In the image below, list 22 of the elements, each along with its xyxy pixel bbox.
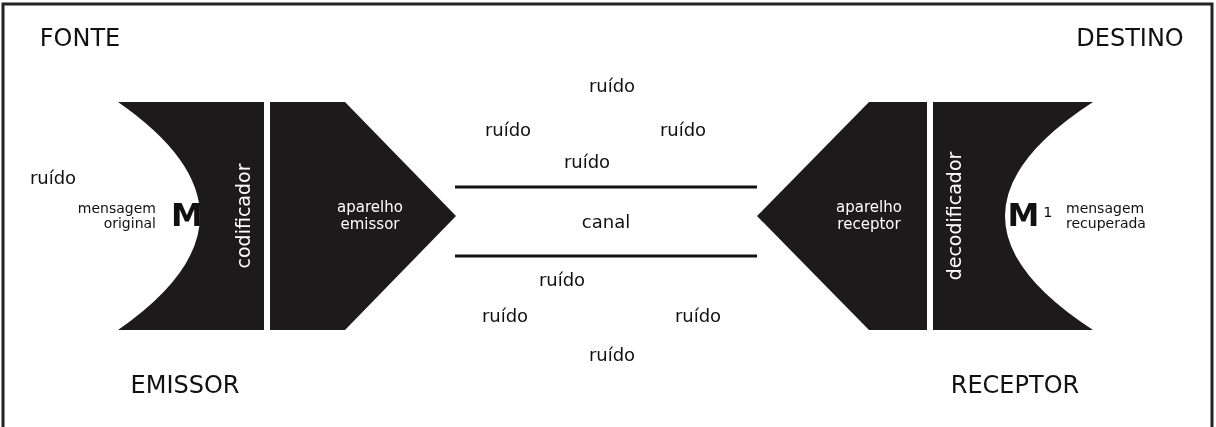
message-symbol: M <box>171 198 203 234</box>
heading: RECEPTOR <box>950 371 1080 399</box>
heading: DESTINO <box>1076 24 1184 52</box>
block-label: aparelho receptor <box>835 198 903 234</box>
noise-label: ruído <box>674 306 722 326</box>
noise-label: ruído <box>484 120 532 140</box>
noise-label: ruído <box>481 306 529 326</box>
heading: FONTE <box>39 24 121 52</box>
heading: EMISSOR <box>130 371 240 399</box>
message-label: mensagem original <box>76 200 156 232</box>
noise-label: ruído <box>659 120 707 140</box>
block-label: aparelho emissor <box>336 198 404 234</box>
noise-label: ruído <box>588 345 636 365</box>
block-label: codificador <box>233 163 255 269</box>
message-symbol: M$^{1}$ <box>1007 198 1053 234</box>
message-label: mensagem recuperada <box>1066 200 1147 232</box>
noise-label: ruído <box>588 76 636 96</box>
noise-label: ruído <box>29 168 77 188</box>
block-label: decodificador <box>944 151 966 281</box>
channel-label: canal <box>581 212 631 232</box>
noise-label: ruído <box>538 270 586 290</box>
noise-label: ruído <box>563 152 611 172</box>
